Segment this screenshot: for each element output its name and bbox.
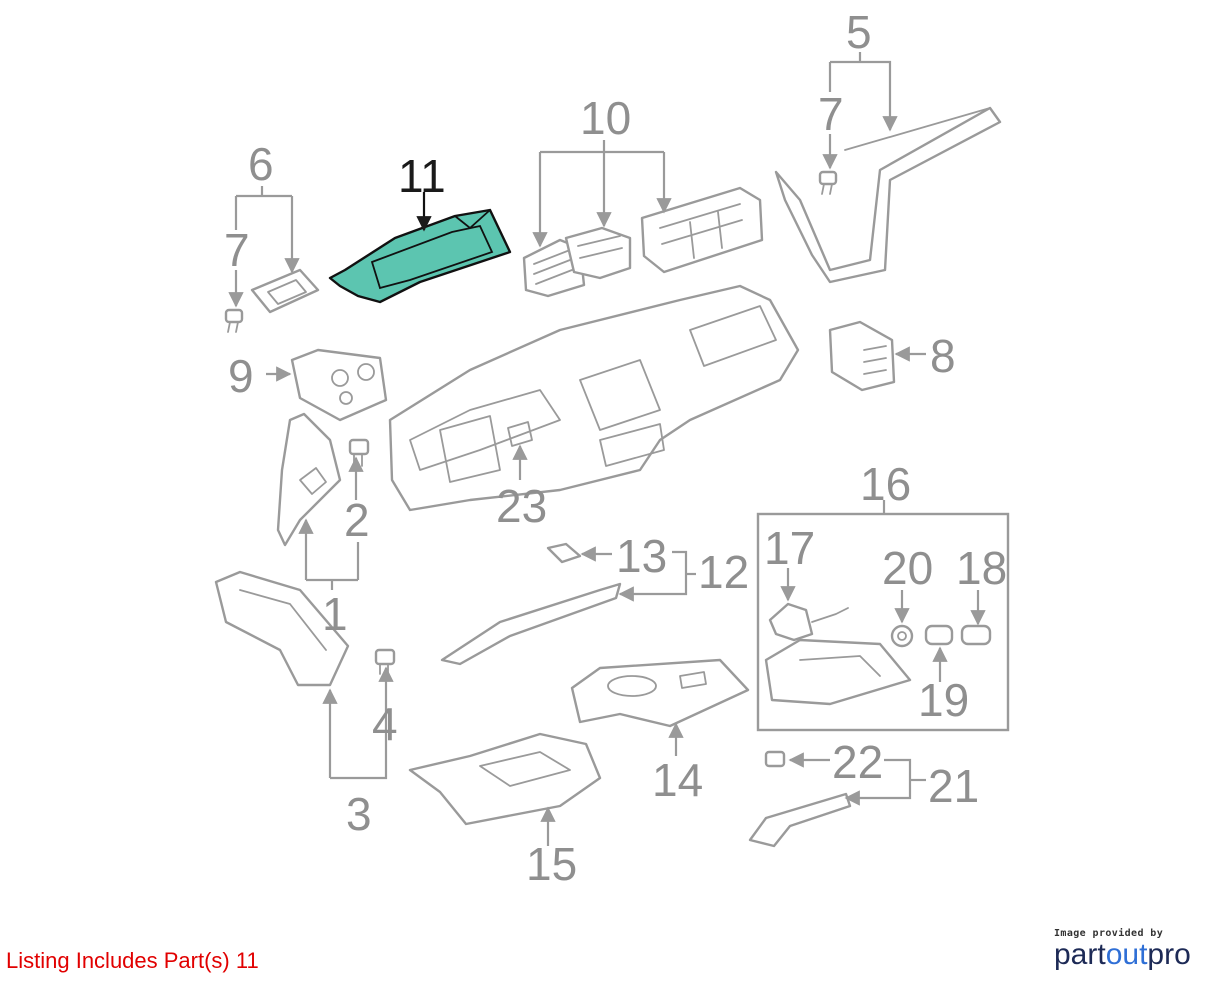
partoutpro-logo: partoutpro — [1054, 939, 1214, 971]
callout-19: 19 — [918, 674, 969, 726]
part-1 — [276, 412, 342, 547]
callout-16: 16 — [860, 458, 911, 510]
callout-21: 21 — [928, 760, 979, 812]
callout-23: 23 — [496, 480, 547, 532]
callout-2: 2 — [344, 494, 370, 546]
brand-caption: Image provided by — [1054, 928, 1164, 939]
part-13 — [546, 542, 582, 564]
callout-6: 6 — [248, 138, 274, 190]
callout-15: 15 — [526, 838, 577, 890]
callout-20: 20 — [882, 542, 933, 594]
part-12 — [440, 582, 622, 666]
callout-17: 17 — [764, 522, 815, 574]
callout-1: 1 — [322, 588, 348, 640]
callout-11: 11 — [398, 150, 446, 202]
part-2-screw — [348, 438, 370, 467]
callout-4: 4 — [372, 698, 398, 750]
callout-numbers: 1 2 3 4 5 6 7 7 8 9 10 11 12 13 14 15 16… — [224, 6, 1007, 890]
part-5-trim — [774, 106, 1002, 284]
part-4-screw — [374, 648, 396, 675]
callout-5: 5 — [846, 6, 872, 58]
part-21 — [748, 792, 852, 848]
callout-22: 22 — [832, 736, 883, 788]
logo-part: part — [1054, 938, 1106, 971]
part-8 — [828, 320, 896, 392]
listing-note: Listing Includes Part(s) 11 — [6, 948, 259, 973]
callout-7-left: 7 — [224, 224, 250, 276]
callout-14: 14 — [652, 754, 703, 806]
part-9 — [290, 348, 388, 422]
callout-10: 10 — [580, 92, 631, 144]
callout-12: 12 — [698, 546, 749, 598]
instrument-panel — [388, 284, 800, 512]
part-14 — [570, 658, 750, 728]
leader-lines — [228, 52, 986, 846]
callout-8: 8 — [930, 330, 956, 382]
callout-7-right: 7 — [818, 88, 844, 140]
part-10-vents — [522, 186, 764, 298]
brand-block: Image provided by partoutpro — [1054, 928, 1214, 971]
part-16-box — [756, 512, 1010, 732]
part-6 — [250, 268, 320, 314]
part-15 — [408, 732, 602, 826]
part-7-screw-right — [818, 170, 838, 195]
logo-pro: pro — [1147, 938, 1191, 971]
callout-3: 3 — [346, 788, 372, 840]
part-11-highlighted — [328, 208, 512, 304]
part-7-screw-left — [224, 308, 244, 333]
callout-18: 18 — [956, 542, 1007, 594]
callout-13: 13 — [616, 530, 667, 582]
logo-out: out — [1105, 938, 1148, 971]
parts-diagram: 1 2 3 4 5 6 7 7 8 9 10 11 12 13 14 15 16… — [214, 6, 1010, 890]
callout-9: 9 — [228, 350, 254, 402]
part-22-screw — [764, 750, 786, 768]
